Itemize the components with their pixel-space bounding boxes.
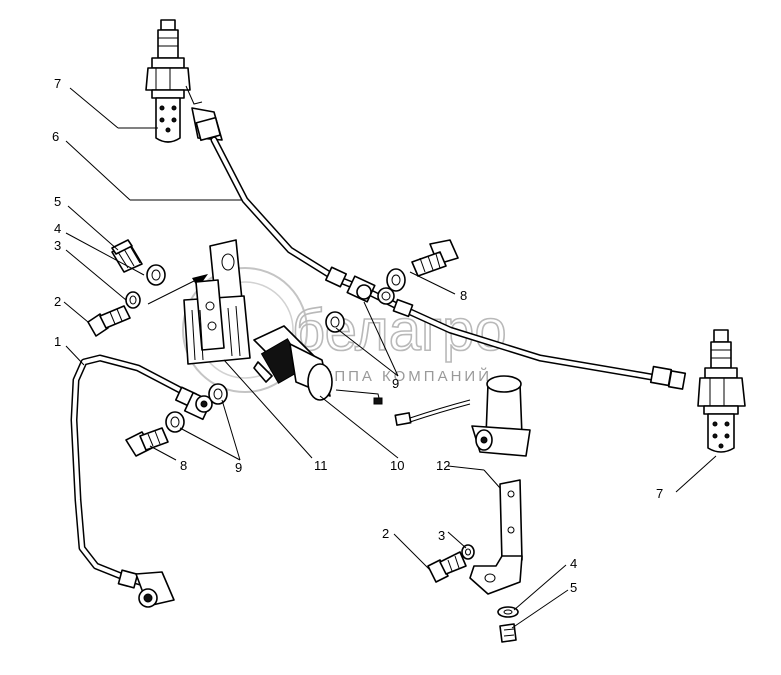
leader-lines [63,87,717,629]
callout-2-top: 2 [54,294,61,309]
glow-plug-top [145,19,203,143]
glow-plug-right [697,329,746,453]
callout-9-lower: 9 [235,460,242,475]
washer-4-top [146,264,166,286]
lock-washer-3-top [125,291,141,309]
washer-top-right [386,268,406,292]
banjo-bolt-lower [125,427,169,457]
callout-7-top: 7 [54,76,61,91]
callout-6: 6 [52,129,59,144]
callout-5-top: 5 [54,194,61,209]
bolt-2-top [87,305,131,337]
callout-2-lower: 2 [382,526,389,541]
callout-8-top: 8 [460,288,467,303]
bolt-5-top [111,239,143,273]
fuel-pipe-bottom [70,354,213,608]
bracket-12 [469,479,523,595]
callout-8-lower: 8 [180,458,187,473]
fuel-pipe-top [191,107,687,390]
callout-4-top: 4 [54,221,61,236]
washer-4-lower [497,606,519,618]
callout-12: 12 [436,458,450,473]
banjo-bolt-top [411,239,459,277]
callout-3-lower: 3 [438,528,445,543]
callout-1: 1 [54,334,61,349]
bolt-5-lower [499,623,517,643]
watermark-logo-ring [182,267,308,393]
callout-9-middle: 9 [392,376,399,391]
callout-5-lower: 5 [570,580,577,595]
bolt-2-lower [427,551,467,583]
round-unit-10 [394,375,531,457]
washer-9-lower-b [208,383,228,405]
heater-module-10 [253,325,383,405]
callout-3-top: 3 [54,238,61,253]
lock-washer-3-lower [461,544,475,560]
callout-labels: 7 6 5 4 3 2 1 8 9 11 8 9 10 12 7 2 3 4 5 [52,76,663,595]
callout-7-right: 7 [656,486,663,501]
watermark-subtitle: ГРУППА КОМПАНИЙ [298,367,492,385]
washer-9-middle [325,311,345,333]
washer-9-lower-a [165,411,185,433]
bracket-11 [183,239,251,365]
callout-10: 10 [390,458,404,473]
callout-11: 11 [314,458,328,473]
callout-4-lower: 4 [570,556,577,571]
